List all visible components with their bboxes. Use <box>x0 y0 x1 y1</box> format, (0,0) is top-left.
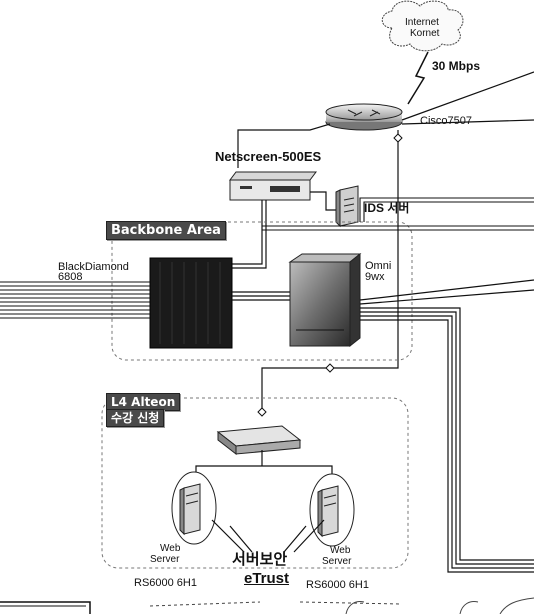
l4-area-boundary <box>101 397 409 569</box>
omni-label-1: Omni <box>365 260 392 272</box>
backbone-area-tag: Backbone Area <box>106 221 226 240</box>
web-server-right-icon <box>309 473 355 547</box>
router-label: Cisco7507 <box>420 115 472 127</box>
omni-switch-icon <box>288 252 362 348</box>
ids-label: IDS 서버 <box>364 201 410 215</box>
firewall-icon <box>229 171 317 201</box>
core-switch-label-1: BlackDiamond <box>58 261 129 273</box>
router-firewall-link <box>237 123 331 168</box>
web-server-left-icon <box>171 471 217 545</box>
security-label-line2: eTrust <box>244 570 290 587</box>
server-model-left: RS6000 6H1 <box>134 577 197 589</box>
web-server-right-label-2: Server <box>322 556 352 567</box>
server-model-right: RS6000 6H1 <box>306 579 369 591</box>
firewall-label: Netscreen-500ES <box>215 149 322 164</box>
omni-label-2: 9wx <box>365 271 385 283</box>
firewall-ids-link <box>310 191 336 211</box>
web-server-left-label-1: Web <box>160 543 181 554</box>
core-switch-label-2: 6808 <box>58 271 83 283</box>
l4-server-links <box>195 450 333 476</box>
internet-cloud <box>381 0 464 52</box>
firewall-core-link <box>232 200 267 269</box>
isp-label: Kornet <box>410 28 440 39</box>
etrust-pointers <box>211 519 325 553</box>
bottom-area-fragments <box>0 597 534 614</box>
security-label-line1: 서버보안 <box>232 551 288 568</box>
backbone-right-cables <box>262 197 534 231</box>
core-omni-link <box>232 291 290 301</box>
left-access-cables <box>0 281 150 319</box>
l4-area-tag-line1: L4 Alteon <box>106 393 181 411</box>
wan-link-bolt <box>407 51 429 105</box>
omni-right-cables <box>359 279 534 573</box>
l4-switch-icon <box>216 425 302 456</box>
bandwidth-label: 30 Mbps <box>432 59 481 73</box>
web-server-left-label-2: Server <box>150 554 180 565</box>
l4-area-tag-line2: 수강 신청 <box>106 409 165 427</box>
router-icon <box>325 103 403 131</box>
internet-label: Internet <box>405 17 439 28</box>
web-server-right-label-1: Web <box>330 545 351 556</box>
ids-server-icon <box>335 185 359 228</box>
router-uplink-cables <box>401 71 534 125</box>
core-switch-icon <box>149 257 233 349</box>
link-diamonds <box>257 133 403 417</box>
backbone-area-boundary <box>111 221 413 361</box>
